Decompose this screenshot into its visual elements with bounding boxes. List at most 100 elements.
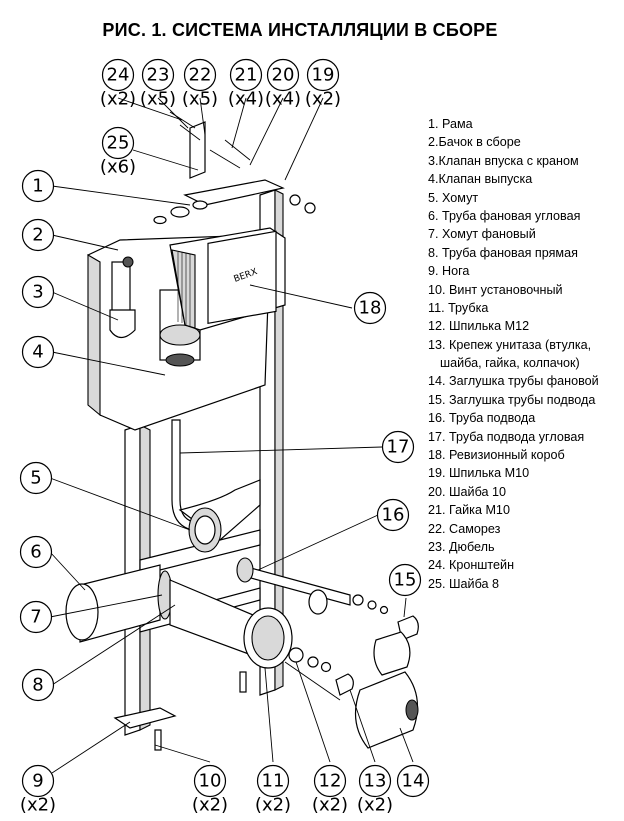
callout-quantity: (x2) bbox=[192, 795, 228, 816]
callout-2: 2 bbox=[21, 218, 55, 252]
callout-12: 12 (x2) bbox=[312, 764, 348, 816]
callout-23: 23 (x5) bbox=[140, 58, 176, 110]
callout-quantity: (x5) bbox=[140, 89, 176, 110]
legend-item: 10. Винт установочный bbox=[428, 282, 563, 297]
legend-item: 8. Труба фановая прямая bbox=[428, 245, 578, 260]
fasteners bbox=[169, 111, 316, 214]
callout-circle bbox=[21, 169, 55, 203]
callout-quantity: (x2) bbox=[312, 795, 348, 816]
legend-item: 23. Дюбель bbox=[428, 539, 495, 554]
callout-number: 14 bbox=[402, 771, 425, 792]
legend-item: 14. Заглушка трубы фановой bbox=[428, 374, 599, 389]
callout-circle bbox=[376, 498, 410, 532]
callout-number: 24 bbox=[107, 65, 130, 86]
callout-number: 16 bbox=[382, 505, 405, 526]
supply-pipe bbox=[236, 557, 389, 615]
callout-circle bbox=[183, 58, 217, 92]
callout-circle bbox=[388, 563, 422, 597]
inlet-valve bbox=[109, 256, 136, 339]
callout-number: 15 bbox=[394, 570, 417, 591]
legend-item: 17. Труба подвода угловая bbox=[428, 429, 585, 444]
figure-title: РИС. 1. СИСТЕМА ИНСТАЛЛЯЦИИ В СБОРЕ bbox=[102, 20, 498, 40]
legend-item: 13. Крепеж унитаза (втулка, bbox=[428, 337, 592, 352]
callout-number: 13 bbox=[364, 771, 387, 792]
callout-number: 23 bbox=[147, 65, 170, 86]
legend-item: 2.Бачок в сборе bbox=[428, 135, 521, 150]
callout-circle bbox=[193, 764, 227, 798]
callout-circle bbox=[21, 335, 55, 369]
legend-item: 4.Клапан выпуска bbox=[428, 172, 533, 187]
callout-7: 7 bbox=[19, 600, 53, 634]
callout-11: 11 (x2) bbox=[255, 764, 291, 816]
callout-number: 12 bbox=[319, 771, 342, 792]
callout-14: 14 bbox=[396, 764, 430, 798]
callout-quantity: (x6) bbox=[100, 157, 136, 178]
callout-25: 25 (x6) bbox=[100, 126, 136, 178]
callout-quantity: (x4) bbox=[228, 89, 264, 110]
callout-circle bbox=[19, 600, 53, 634]
callout-circle bbox=[101, 58, 135, 92]
callout-circle bbox=[19, 461, 53, 495]
callout-circle bbox=[358, 764, 392, 798]
soil-pipes bbox=[65, 479, 293, 669]
callout-number: 9 bbox=[32, 771, 43, 792]
legend-item: 22. Саморез bbox=[428, 521, 501, 536]
legend-item: 6. Труба фановая угловая bbox=[428, 208, 581, 223]
callout-number: 1 bbox=[32, 176, 43, 197]
callout-17: 17 bbox=[381, 430, 415, 464]
legend-item: 11. Трубка bbox=[428, 300, 489, 315]
callout-circle bbox=[141, 58, 175, 92]
callout-1: 1 bbox=[21, 169, 55, 203]
callout-number: 7 bbox=[30, 607, 41, 628]
callout-quantity: (x2) bbox=[100, 89, 136, 110]
callout-number: 17 bbox=[387, 437, 410, 458]
callout-circle bbox=[306, 58, 340, 92]
callout-quantity: (x4) bbox=[265, 89, 301, 110]
leader-lines bbox=[49, 97, 414, 774]
callout-number: 11 bbox=[262, 771, 285, 792]
callout-quantity: (x2) bbox=[357, 795, 393, 816]
callout-number: 5 bbox=[30, 468, 41, 489]
callout-4: 4 bbox=[21, 335, 55, 369]
wc-fixing bbox=[284, 647, 354, 701]
legend-item: 3.Клапан впуска с краном bbox=[428, 153, 579, 168]
callout-number: 25 bbox=[107, 133, 130, 154]
callout-circle bbox=[101, 126, 135, 160]
callout-13: 13 (x2) bbox=[357, 764, 393, 816]
callout-20: 20 (x4) bbox=[265, 58, 301, 110]
callout-circle bbox=[381, 430, 415, 464]
callout-number: 20 bbox=[272, 65, 295, 86]
legend-item: 24. Кронштейн bbox=[428, 558, 515, 573]
callout-24: 24 (x2) bbox=[100, 58, 136, 110]
legend-item: 15. Заглушка трубы подвода bbox=[428, 392, 596, 407]
callout-quantity: (x2) bbox=[20, 795, 56, 816]
legend-item: 25. Шайба 8 bbox=[428, 576, 500, 591]
callout-number: 6 bbox=[30, 542, 41, 563]
legend-item: 12. Шпилька М12 bbox=[428, 319, 530, 334]
legend-item: 18. Ревизионный короб bbox=[428, 448, 565, 463]
callout-circle bbox=[21, 668, 55, 702]
callout-quantity: (x2) bbox=[255, 795, 291, 816]
legend-item: шайба, гайка, колпачок) bbox=[440, 356, 580, 371]
callout-circle bbox=[313, 764, 347, 798]
callout-22: 22(x5) bbox=[182, 58, 218, 110]
callout-circle bbox=[266, 58, 300, 92]
callout-quantity: (x2) bbox=[305, 89, 341, 110]
legend-item: 9. Нога bbox=[428, 264, 470, 279]
callout-19: 19(x2) bbox=[305, 58, 341, 110]
callout-circle bbox=[229, 58, 263, 92]
callout-9: 9 (x2) bbox=[20, 764, 56, 816]
callout-15: 15 bbox=[388, 563, 422, 597]
callout-number: 8 bbox=[32, 675, 43, 696]
callout-number: 3 bbox=[32, 282, 43, 303]
callout-number: 10 bbox=[199, 771, 222, 792]
legend-item: 16. Труба подвода bbox=[428, 411, 536, 426]
callout-circle bbox=[396, 764, 430, 798]
callout-number: 21 bbox=[235, 65, 258, 86]
callout-8: 8 bbox=[21, 668, 55, 702]
callout-number: 4 bbox=[32, 342, 43, 363]
legend-item: 7. Хомут фановый bbox=[428, 227, 536, 242]
plugs bbox=[354, 615, 419, 749]
